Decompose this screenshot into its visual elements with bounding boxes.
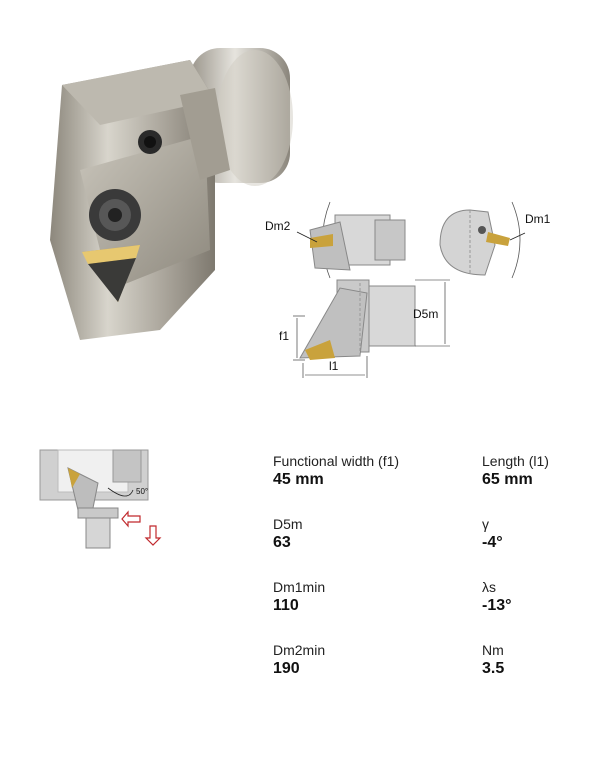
spec-functional-width: Functional width (f1) 45 mm [273,452,399,490]
tool-body [50,60,230,340]
product-photo [50,48,293,340]
mounting-illustration: 50° [39,449,162,549]
spec-dm2min: Dm2min 190 [273,641,325,679]
spec-value: -13° [482,597,512,614]
spec-value: 63 [273,534,291,551]
spec-value: 45 mm [273,471,324,488]
spec-value: 190 [273,660,300,677]
dm2-label: Dm2 [265,219,291,233]
diagram-side-view: D5m f1 l1 [279,279,450,378]
angle-label: 50° [136,487,148,496]
spec-length: Length (l1) 65 mm [482,452,549,490]
spec-value: 65 mm [482,471,533,488]
spec-dm1min: Dm1min 110 [273,578,325,616]
clamp [89,189,141,241]
dm1-label: Dm1 [525,212,551,226]
diagram-front-view: Dm1 [439,201,551,279]
l1-label: l1 [329,359,339,373]
d5m-label: D5m [413,307,438,321]
spec-torque: Nm 3.5 [482,641,504,679]
spec-label: Functional width (f1) [273,453,400,469]
spec-value: -4° [482,534,503,551]
spec-label: λs [482,579,496,595]
spec-label: D5m [273,516,303,532]
spec-gamma: γ -4° [482,515,503,553]
spec-value: 3.5 [482,660,505,677]
spec-lambda-s: λs -13° [482,578,512,616]
f1-label: f1 [279,329,289,343]
spec-label: γ [482,516,489,532]
spec-label: Dm1min [273,579,326,595]
spec-label: Dm2min [273,642,326,658]
spec-d5m: D5m 63 [273,515,303,553]
diagram-top-view: Dm2 [265,201,406,279]
spec-label: Nm [482,642,504,658]
cutting-insert [82,245,140,302]
spec-label: Length (l1) [482,453,549,469]
spec-value: 110 [273,597,299,614]
